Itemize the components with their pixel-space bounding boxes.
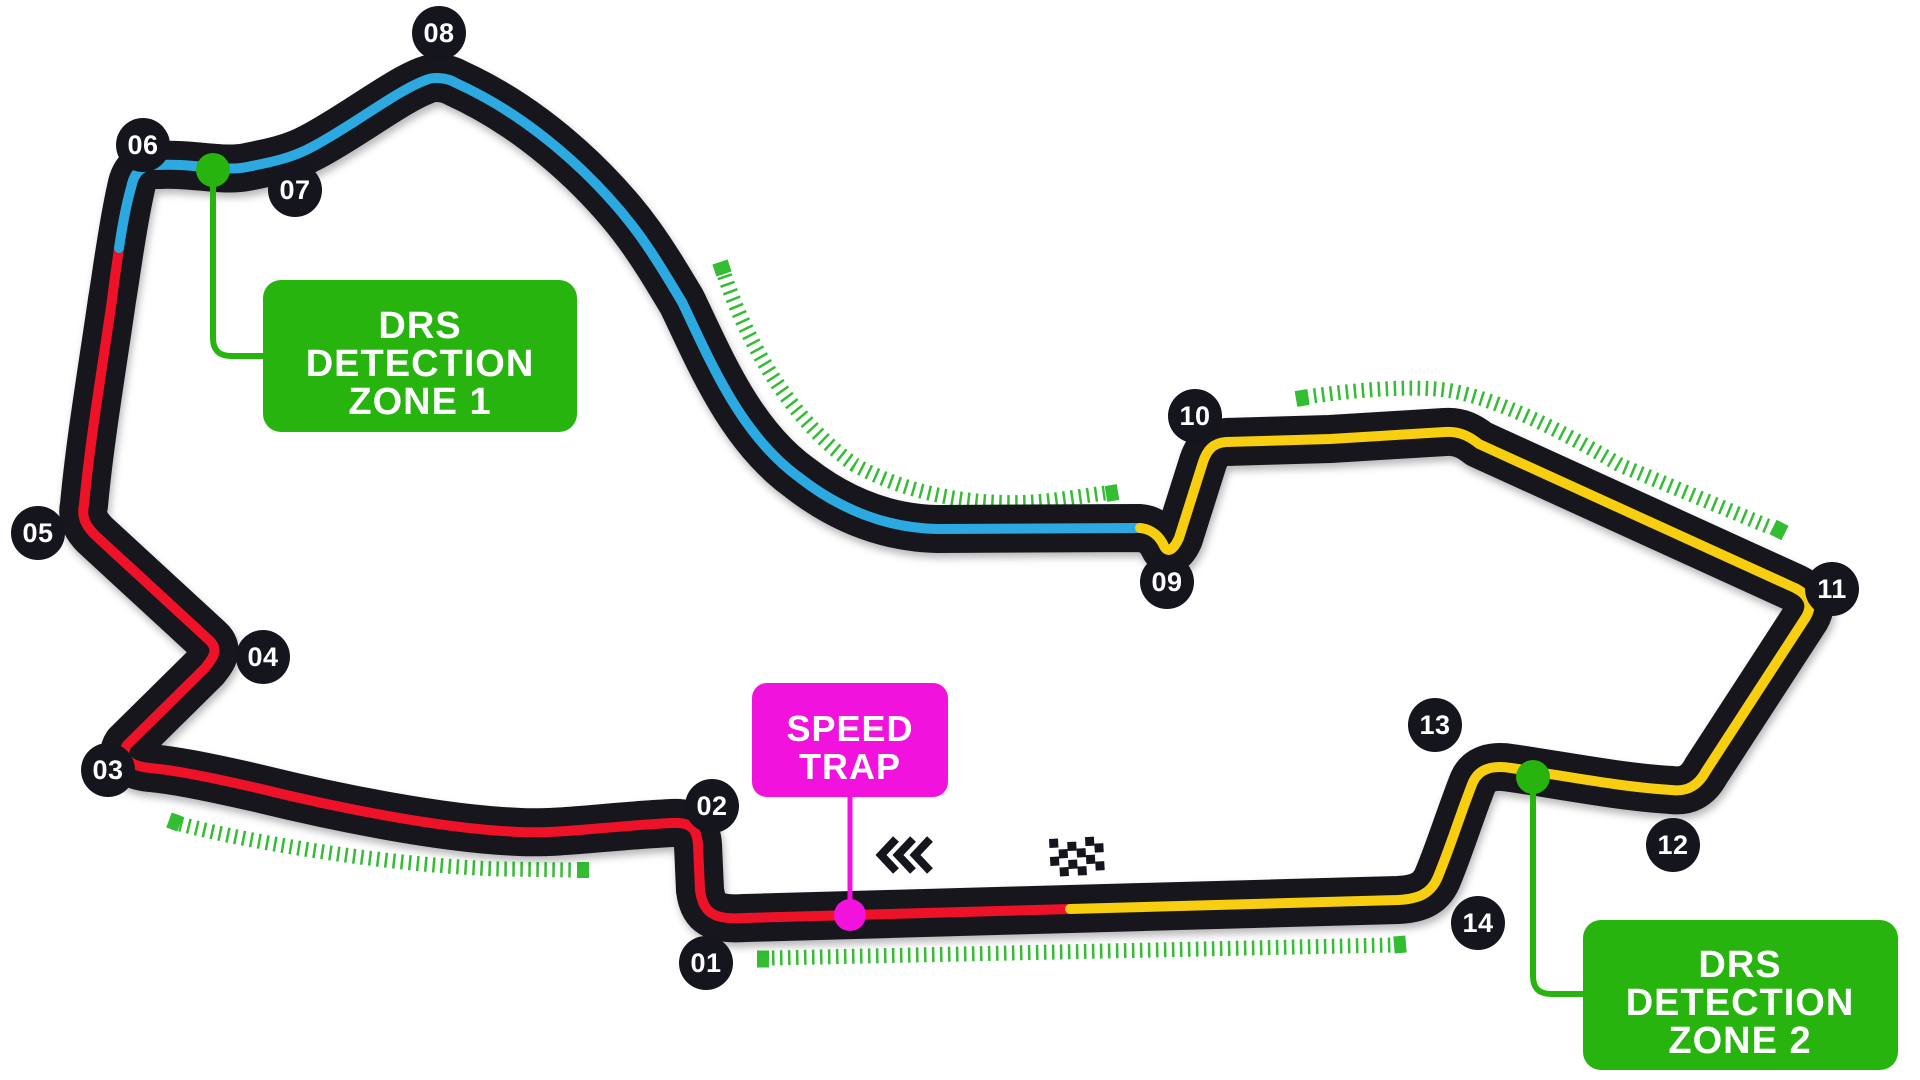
turn-marker-08: 08 [412,6,466,60]
svg-text:11: 11 [1817,574,1847,604]
turn-marker-14: 14 [1451,896,1505,950]
drs-dash-arc-right-end-block [1769,519,1789,541]
svg-text:06: 06 [127,130,158,160]
sector-2-line [114,73,1145,534]
turn-marker-13: 13 [1408,698,1462,752]
drs-dash-arc-right [1304,380,1775,535]
drs-zone-2-label-line2: DETECTION [1626,982,1855,1024]
svg-text:03: 03 [92,755,123,785]
turn-markers: 01 02 03 04 05 06 07 08 [11,6,1859,990]
drs-dash-arc-top-start-block [712,259,732,277]
turn-marker-11: 11 [1805,562,1859,616]
svg-text:14: 14 [1462,908,1493,938]
svg-text:09: 09 [1151,567,1182,597]
speed-trap-label-line1: SPEED [786,708,913,749]
turn-marker-03: 03 [81,743,135,797]
drs-detection-dot-2 [1516,760,1550,794]
drs-zone-1-callout: DRS DETECTION ZONE 1 [196,153,577,432]
turn-marker-05: 05 [11,506,65,560]
speed-trap-label-line2: TRAP [799,746,901,787]
turn-marker-06: 06 [116,118,170,172]
sector-3-line [1065,426,1815,914]
turn-marker-02: 02 [685,779,739,833]
drs-dash-arc-bottom-left-start-block [166,812,183,832]
speed-trap-box [752,683,948,797]
svg-text:10: 10 [1179,401,1210,431]
drs-zone-dashes [166,259,1789,968]
drs-zone-2-label-line1: DRS [1698,944,1781,986]
drs-detection-dot-1 [196,153,230,187]
drs-dash-arc-top [714,265,1107,511]
drs-zone-2-label-line3: ZONE 2 [1668,1020,1811,1062]
svg-text:01: 01 [690,948,721,978]
svg-text:04: 04 [247,642,278,672]
turn-marker-07: 07 [268,163,322,217]
checkered-flag-icon [1049,836,1105,877]
drs-dash-arc-right-start-block [1294,389,1310,407]
drs-zone-1-label-line3: ZONE 1 [348,381,491,423]
svg-text:02: 02 [696,791,727,821]
drs-zone-2-stem [1530,790,1585,997]
direction-chevrons-icon [875,836,933,874]
turn-marker-01: 01 [679,936,733,990]
svg-text:05: 05 [22,518,53,548]
drs-zone-1-label-line1: DRS [378,305,461,347]
drs-zone-1-label-line2: DETECTION [306,343,535,385]
drs-dash-arc-bottom-left [178,816,576,878]
drs-dash-strip-bottom-end-block [1393,935,1407,954]
track-outline [59,54,1834,943]
drs-zone-1-box [263,280,577,432]
svg-text:07: 07 [279,175,310,205]
drs-zone-2-callout: DRS DETECTION ZONE 2 [1516,760,1898,1070]
turn-marker-04: 04 [236,630,290,684]
svg-text:12: 12 [1657,830,1688,860]
turn-marker-09: 09 [1140,555,1194,609]
drs-dash-arc-top-end-block [1104,484,1120,502]
drs-zone-2-box [1583,920,1898,1070]
sector-1-line [78,243,1075,924]
turn-marker-12: 12 [1646,818,1700,872]
speed-trap-dot [834,899,866,931]
svg-text:08: 08 [423,18,454,48]
drs-dash-strip-bottom [771,937,1393,966]
speed-trap-callout: SPEED TRAP [752,683,948,931]
turn-marker-10: 10 [1168,389,1222,443]
svg-text:13: 13 [1419,710,1450,740]
drs-zone-1-stem [210,180,265,359]
